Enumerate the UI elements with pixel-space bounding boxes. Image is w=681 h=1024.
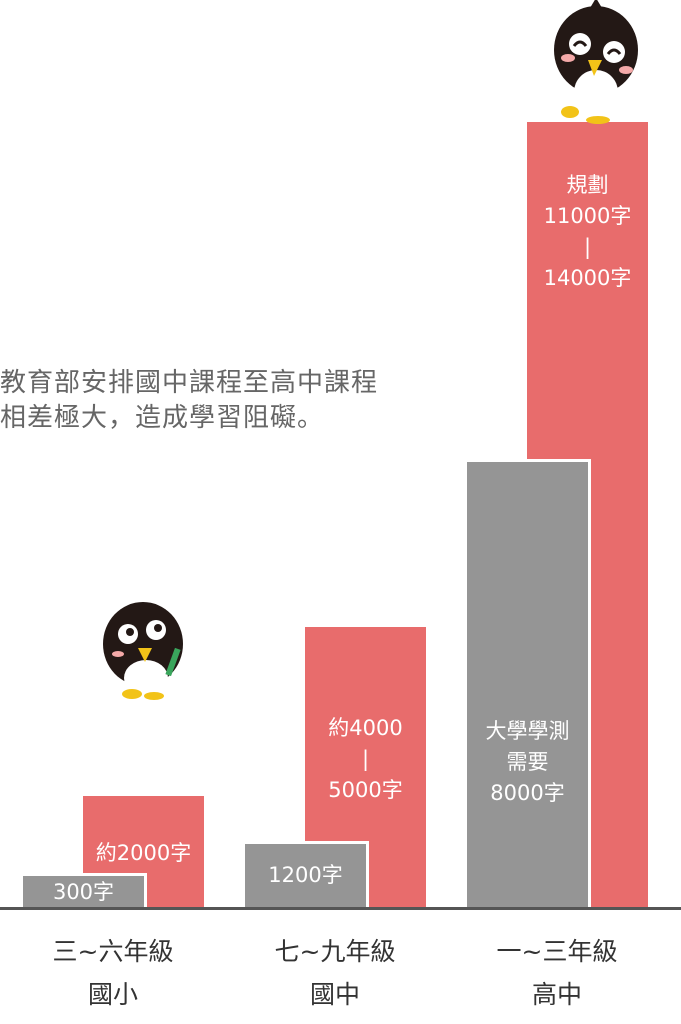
data-label: 11000字: [543, 204, 632, 228]
category-label-line: 國中: [309, 980, 360, 1009]
category-label: 三~六年級國小: [33, 930, 193, 1016]
annotation-line: 教育部安排國中課程至高中課程: [0, 368, 379, 398]
data-label: 規劃: [566, 173, 609, 197]
data-label: 約4000: [328, 716, 403, 741]
data-label: 大學學測: [485, 718, 570, 743]
data-label: 14000字: [543, 266, 632, 290]
data-label: |: [583, 235, 592, 259]
data-label: 300字: [52, 879, 115, 904]
penguin-mascot-icon: [554, 0, 638, 124]
category-label-line: 國小: [87, 980, 138, 1009]
annotation: 教育部安排國中課程至高中課程 相差極大，造成學習阻礙。: [0, 366, 378, 436]
current-bar: 300字: [23, 873, 147, 908]
category-label-line: 七~九年級: [274, 937, 396, 966]
data-label: |: [361, 747, 370, 772]
category-label: 七~九年級國中: [255, 930, 415, 1016]
data-label: 約2000字: [95, 840, 192, 865]
category-label: 一~三年級高中: [477, 930, 637, 1016]
annotation-line: 相差極大，造成學習阻礙。: [0, 403, 325, 433]
category-label-line: 高中: [531, 980, 582, 1009]
data-label: 需要: [506, 749, 549, 774]
baseline: [0, 907, 681, 910]
penguin-mascot-icon: [103, 602, 183, 700]
data-label: 8000字: [490, 780, 565, 805]
current-bar: 1200字: [245, 840, 369, 908]
data-label: 5000字: [328, 778, 403, 803]
current-bar: 大學學測需要 8000字: [467, 458, 591, 908]
data-label: 1200字: [268, 863, 343, 888]
category-label-line: 三~六年級: [52, 937, 174, 966]
category-label-line: 一~三年級: [496, 937, 618, 966]
